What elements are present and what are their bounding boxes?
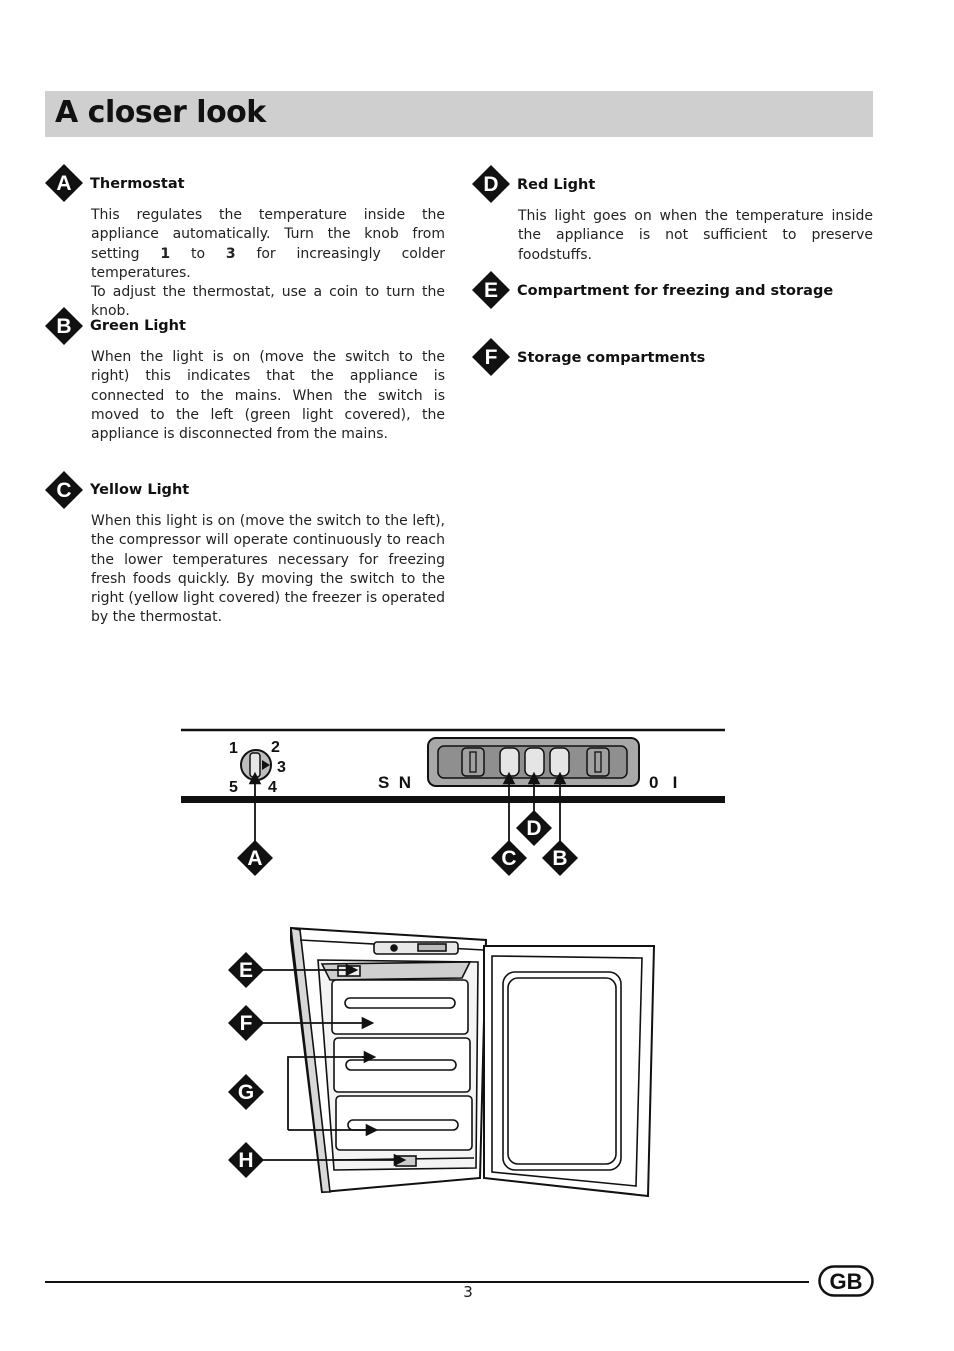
page-title: A closer look xyxy=(55,95,266,130)
callout-g: G xyxy=(238,1081,254,1104)
knob-label-5: 5 xyxy=(229,779,238,796)
badge-f-letter: F xyxy=(485,346,498,369)
badge-b: B xyxy=(45,307,83,345)
language-badge-text: GB xyxy=(830,1269,863,1294)
red-light-icon xyxy=(524,747,545,777)
callout-h: H xyxy=(238,1149,253,1172)
appliance-diagram: 1 2 3 4 5 S N 0 I A xyxy=(181,728,725,1198)
green-light-icon xyxy=(549,747,570,777)
thermostat-knob-icon xyxy=(240,749,272,781)
knob-label-3: 3 xyxy=(277,759,286,776)
badge-e-letter: E xyxy=(484,279,498,302)
heading-green-light: Green Light xyxy=(90,318,186,334)
switch-left-labels: S N xyxy=(378,773,411,792)
text-yellow-light: When this light is on (move the switch t… xyxy=(91,513,445,626)
knob-label-4: 4 xyxy=(268,779,277,796)
heading-red-light: Red Light xyxy=(517,177,596,193)
knob-label-1: 1 xyxy=(229,740,238,757)
callout-b: B xyxy=(552,847,567,870)
badge-e: E xyxy=(472,271,510,309)
heading-yellow-light: Yellow Light xyxy=(90,482,190,498)
callout-e: E xyxy=(239,959,253,982)
badge-b-letter: B xyxy=(56,315,71,338)
heading-storage-compartments: Storage compartments xyxy=(517,350,706,366)
badge-d-letter: D xyxy=(483,173,498,196)
control-panel: 1 2 3 4 5 S N 0 I A xyxy=(181,728,725,876)
callout-a: A xyxy=(247,847,262,870)
switch-panel xyxy=(427,737,640,787)
heading-freezing-compartment: Compartment for freezing and storage xyxy=(517,283,834,299)
page-number: 3 xyxy=(463,1283,473,1301)
freezer-illustration xyxy=(290,926,656,1198)
badge-c-letter: C xyxy=(56,479,71,502)
badge-d: D xyxy=(472,165,510,203)
language-badge: GB xyxy=(818,1265,874,1297)
title-bar: A closer look xyxy=(45,91,873,137)
footer-rule xyxy=(45,1281,809,1283)
text-thermostat: This regulates the temperature inside th… xyxy=(91,207,445,320)
switch-right-labels: 0 I xyxy=(649,773,677,792)
badge-a-letter: A xyxy=(56,172,71,195)
text-red-light: This light goes on when the temperature … xyxy=(518,208,873,263)
badge-a: A xyxy=(45,164,83,202)
badge-f: F xyxy=(472,338,510,376)
badge-c: C xyxy=(45,471,83,509)
knob-label-2: 2 xyxy=(271,739,280,756)
callout-f: F xyxy=(240,1012,253,1035)
callout-c: C xyxy=(501,847,516,870)
yellow-light-icon xyxy=(499,747,520,777)
text-green-light: When the light is on (move the switch to… xyxy=(91,349,445,443)
callout-d: D xyxy=(526,817,541,840)
heading-thermostat: Thermostat xyxy=(90,176,185,192)
